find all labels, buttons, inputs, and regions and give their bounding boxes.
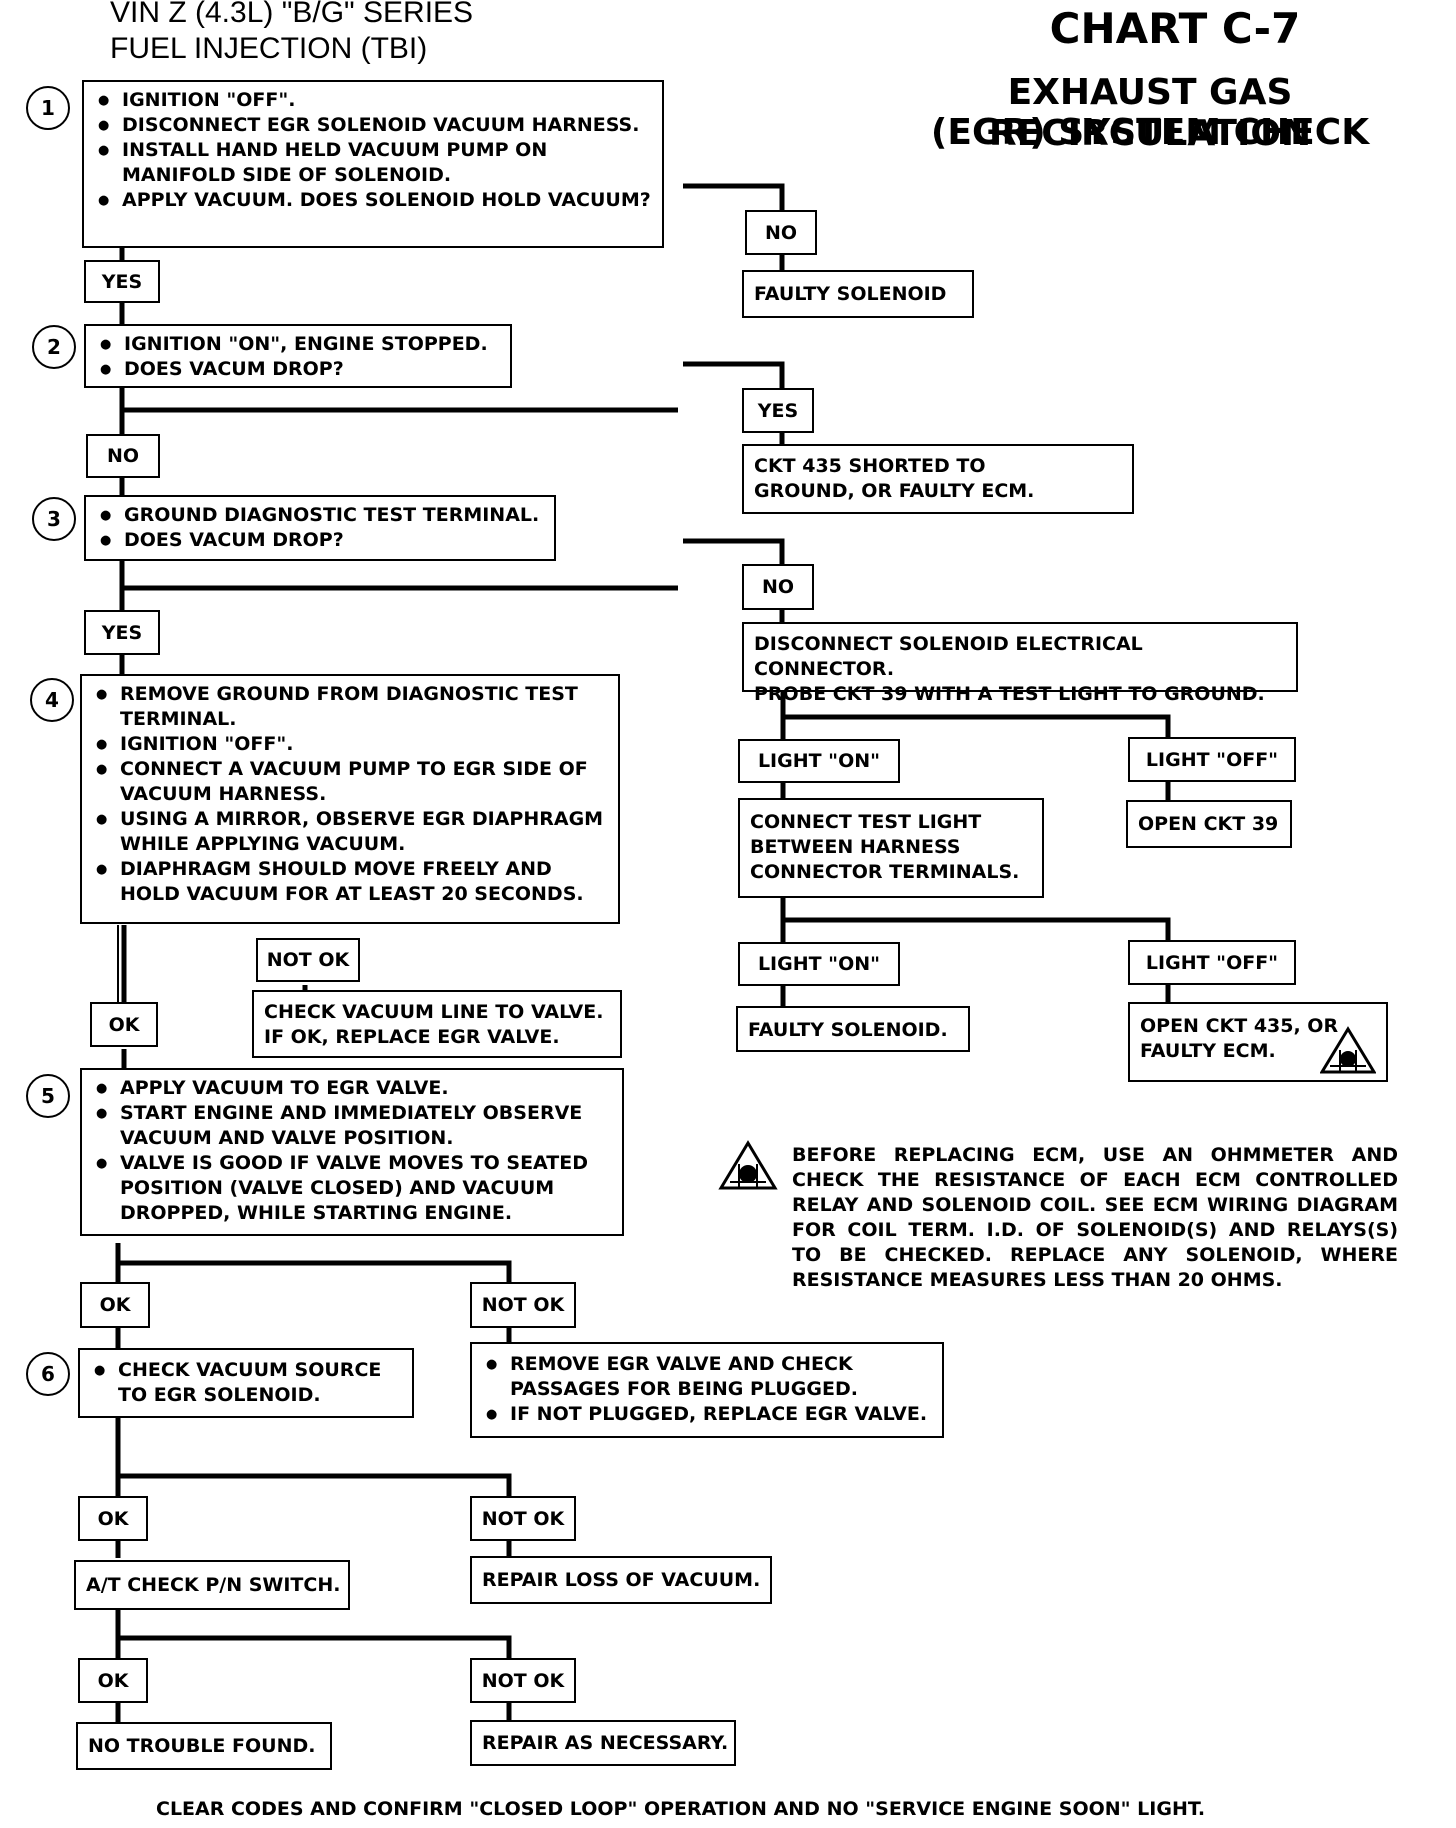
remove-egr-valve-result: REMOVE EGR VALVE AND CHECK PASSAGES FOR … (470, 1342, 944, 1438)
step-4-item: REMOVE GROUND FROM DIAGNOSTIC TEST TERMI… (92, 682, 608, 732)
open435-line-1: OPEN CKT 435, OR (1140, 1015, 1339, 1037)
open-ckt39-result: OPEN CKT 39 (1126, 800, 1292, 848)
check-vac-line-1: CHECK VACUUM LINE TO VALVE. (264, 1001, 604, 1023)
open435-line-2: FAULTY ECM. (1140, 1040, 1276, 1062)
step-3-yes-label: YES (84, 610, 160, 655)
step-4-ok-label: OK (90, 1002, 158, 1047)
step-1-box: IGNITION "OFF". DISCONNECT EGR SOLENOID … (82, 80, 664, 248)
step-1-item: INSTALL HAND HELD VACUUM PUMP ON MANIFOL… (94, 138, 652, 188)
step-number-3: 3 (32, 497, 76, 541)
step-4-item: CONNECT A VACUUM PUMP TO EGR SIDE OF VAC… (92, 757, 608, 807)
disconnect-line-2: PROBE CKT 39 WITH A TEST LIGHT TO GROUND… (754, 683, 1265, 705)
step-1-no-label: NO (745, 210, 817, 255)
disconnect-connector-box: DISCONNECT SOLENOID ELECTRICAL CONNECTOR… (742, 622, 1298, 705)
step-3-item: GROUND DIAGNOSTIC TEST TERMINAL. (96, 503, 544, 528)
remove-egr-item: IF NOT PLUGGED, REPLACE EGR VALVE. (482, 1402, 932, 1427)
ecm-warning-icon (718, 1140, 778, 1190)
step-6-box: CHECK VACUUM SOURCE TO EGR SOLENOID. (78, 1348, 414, 1418)
remove-egr-item: REMOVE EGR VALVE AND CHECK PASSAGES FOR … (482, 1352, 932, 1402)
step-number-6: 6 (26, 1352, 70, 1396)
ckt435-shorted-result: CKT 435 SHORTED TO GROUND, OR FAULTY ECM… (742, 444, 1134, 514)
step-1-item: DISCONNECT EGR SOLENOID VACUUM HARNESS. (94, 113, 652, 138)
connect-line-2: BETWEEN HARNESS (750, 836, 961, 858)
connect-line-3: CONNECTOR TERMINALS. (750, 861, 1020, 883)
chart-title-line-1: EXHAUST GAS RECIRCULATION (988, 72, 1312, 154)
step-number-5: 5 (26, 1074, 70, 1118)
faulty-solenoid-result-2: FAULTY SOLENOID. (736, 1006, 970, 1052)
no-trouble-found-result: NO TROUBLE FOUND. (76, 1722, 332, 1770)
light-on-label-2: LIGHT "ON" (738, 942, 900, 986)
ecm-resistance-note: BEFORE REPLACING ECM, USE AN OHMMETER AN… (792, 1144, 1398, 1291)
step-5-item: VALVE IS GOOD IF VALVE MOVES TO SEATED P… (92, 1151, 612, 1226)
step-6-notok-label: NOT OK (470, 1496, 576, 1541)
step-4-notok-label: NOT OK (256, 938, 360, 982)
chart-id: CHART C-7 (1049, 4, 1301, 53)
step-2-no-label: NO (86, 434, 160, 478)
ecm-warning-icon (1320, 1026, 1376, 1074)
step-6-ok-label: OK (78, 1496, 148, 1541)
vehicle-line-1: VIN Z (4.3L) "B/G" SERIES (110, 0, 474, 29)
ckt435-line-1: CKT 435 SHORTED TO (754, 455, 986, 477)
step-number-2: 2 (32, 325, 76, 369)
step-2-yes-label: YES (742, 388, 814, 433)
open-ckt435-result: OPEN CKT 435, OR FAULTY ECM. (1128, 1002, 1388, 1082)
check-vac-line-2: IF OK, REPLACE EGR VALVE. (264, 1026, 560, 1048)
chart-title-line-2: (EGR) SYSTEM CHECK (930, 112, 1370, 153)
step-1-yes-label: YES (84, 260, 160, 303)
light-off-label-2: LIGHT "OFF" (1128, 940, 1296, 985)
step-5-item: APPLY VACUUM TO EGR VALVE. (92, 1076, 612, 1101)
light-off-label-1: LIGHT "OFF" (1128, 737, 1296, 782)
step-2-item: DOES VACUM DROP? (96, 357, 500, 382)
step-5-ok-label: OK (80, 1282, 150, 1328)
footer-instruction: CLEAR CODES AND CONFIRM "CLOSED LOOP" OP… (156, 1798, 1206, 1820)
connect-line-1: CONNECT TEST LIGHT (750, 811, 982, 833)
ckt435-line-2: GROUND, OR FAULTY ECM. (754, 480, 1035, 502)
disconnect-line-1: DISCONNECT SOLENOID ELECTRICAL CONNECTOR… (754, 633, 1143, 680)
step-4-item: DIAPHRAGM SHOULD MOVE FREELY AND HOLD VA… (92, 857, 608, 907)
repair-loss-of-vacuum-result: REPAIR LOSS OF VACUUM. (470, 1556, 772, 1604)
check-vacuum-line-result: CHECK VACUUM LINE TO VALVE. IF OK, REPLA… (252, 990, 622, 1058)
step-5-notok-label: NOT OK (470, 1282, 576, 1328)
at-check-pn-switch-box: A/T CHECK P/N SWITCH. (74, 1560, 350, 1610)
step-4-item: USING A MIRROR, OBSERVE EGR DIAPHRAGM WH… (92, 807, 608, 857)
step-3-box: GROUND DIAGNOSTIC TEST TERMINAL. DOES VA… (84, 495, 556, 561)
at-check-ok-label: OK (78, 1658, 148, 1703)
step-2-box: IGNITION "ON", ENGINE STOPPED. DOES VACU… (84, 324, 512, 388)
at-check-notok-label: NOT OK (470, 1658, 576, 1703)
faulty-solenoid-result-1: FAULTY SOLENOID (742, 270, 974, 318)
step-1-item: APPLY VACUUM. DOES SOLENOID HOLD VACUUM? (94, 188, 652, 213)
step-number-4: 4 (30, 678, 74, 722)
light-on-label-1: LIGHT "ON" (738, 739, 900, 783)
step-4-item: IGNITION "OFF". (92, 732, 608, 757)
step-3-item: DOES VACUM DROP? (96, 528, 544, 553)
connect-test-light-box: CONNECT TEST LIGHT BETWEEN HARNESS CONNE… (738, 798, 1044, 898)
vehicle-line-2: FUEL INJECTION (TBI) (110, 32, 428, 65)
step-6-item: CHECK VACUUM SOURCE TO EGR SOLENOID. (90, 1358, 402, 1408)
step-number-1: 1 (26, 86, 70, 130)
step-5-item: START ENGINE AND IMMEDIATELY OBSERVE VAC… (92, 1101, 612, 1151)
step-5-box: APPLY VACUUM TO EGR VALVE. START ENGINE … (80, 1068, 624, 1236)
step-4-box: REMOVE GROUND FROM DIAGNOSTIC TEST TERMI… (80, 674, 620, 924)
step-2-item: IGNITION "ON", ENGINE STOPPED. (96, 332, 500, 357)
step-1-item: IGNITION "OFF". (94, 88, 652, 113)
step-3-no-label: NO (742, 564, 814, 610)
repair-as-necessary-result: REPAIR AS NECESSARY. (470, 1720, 736, 1766)
